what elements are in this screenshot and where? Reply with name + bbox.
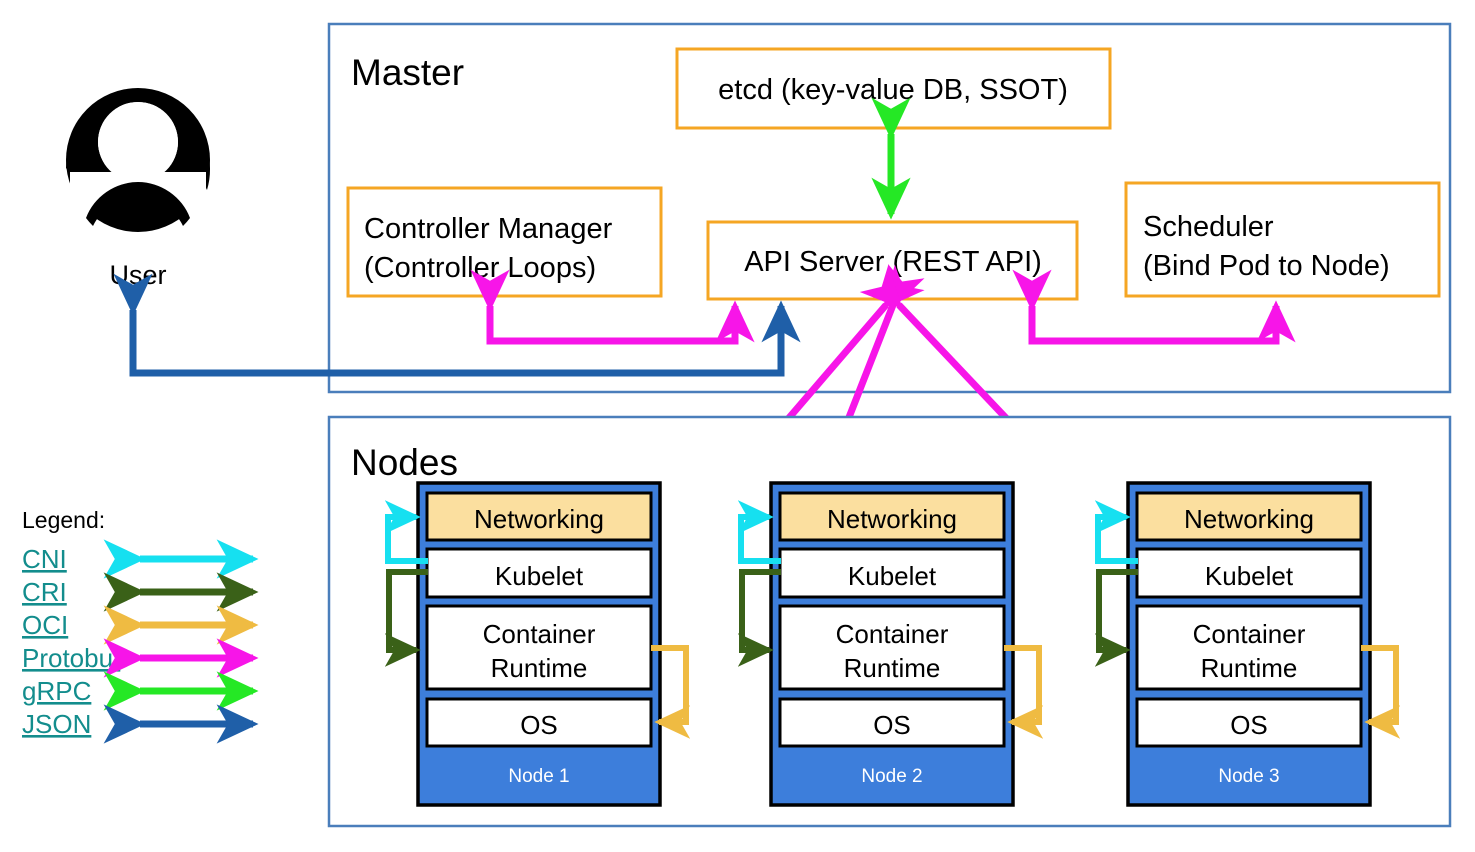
node-1-name: Node 1 <box>508 766 569 787</box>
api-server-label: API Server (REST API) <box>744 246 1042 278</box>
legend-item-oci-label[interactable]: OCI <box>22 610 68 640</box>
cni-arrow-node2 <box>737 500 781 564</box>
node-3-os-label: OS <box>1230 710 1268 740</box>
cri-arrow-node3 <box>1094 569 1138 667</box>
etcd-label: etcd (key-value DB, SSOT) <box>718 74 1068 106</box>
cni-arrow-node3 <box>1094 500 1138 564</box>
node-2-kubelet-label: Kubelet <box>848 561 937 591</box>
nodes-group-title: Nodes <box>351 442 458 483</box>
node-2-os-label: OS <box>873 710 911 740</box>
node-1-container-runtime-label-line2: Runtime <box>491 653 588 683</box>
controller-manager-label-line1: Controller Manager <box>364 213 613 245</box>
oci-arrow-node1 <box>651 645 691 739</box>
user-avatar-icon <box>66 88 211 232</box>
node-2-container-runtime-label-line2: Runtime <box>844 653 941 683</box>
legend: Legend: CNI CRI OCI Protobuf gRPC JSON <box>22 507 259 744</box>
node-2-container-runtime-label-line1: Container <box>836 619 949 649</box>
node-1-container-runtime-label-line1: Container <box>483 619 596 649</box>
legend-item-grpc-label[interactable]: gRPC <box>22 676 91 706</box>
node-2-networking-label: Networking <box>827 504 957 534</box>
controller-manager-label-line2: (Controller Loops) <box>364 252 596 284</box>
node-1-networking-label: Networking <box>474 504 604 534</box>
node-2-os-box[interactable] <box>778 697 1006 748</box>
legend-item-json-label[interactable]: JSON <box>22 709 91 739</box>
node-3-container-runtime-label-line1: Container <box>1193 619 1306 649</box>
legend-title: Legend: <box>22 507 105 533</box>
oci-arrow-node2 <box>1004 645 1044 739</box>
node-1-os-label: OS <box>520 710 558 740</box>
cri-arrow-node2 <box>737 569 781 667</box>
node-2-networking-box[interactable] <box>778 491 1006 542</box>
scheduler-label-line2: (Bind Pod to Node) <box>1143 250 1390 282</box>
node-1-kubelet-box[interactable] <box>425 547 653 599</box>
legend-item-cni-label[interactable]: CNI <box>22 544 67 574</box>
node-1-kubelet-label: Kubelet <box>495 561 584 591</box>
node-3-kubelet-label: Kubelet <box>1205 561 1294 591</box>
master-group-title: Master <box>351 52 464 93</box>
node-2-name: Node 2 <box>861 766 922 787</box>
node-1-container-runtime-box[interactable] <box>425 604 653 691</box>
legend-item-cri-label[interactable]: CRI <box>22 577 67 607</box>
node-3-kubelet-box[interactable] <box>1135 547 1363 599</box>
node-3-container-runtime-label-line2: Runtime <box>1201 653 1298 683</box>
cni-arrow-node1 <box>384 500 428 564</box>
node-3-os-box[interactable] <box>1135 697 1363 748</box>
node-1-os-box[interactable] <box>425 697 653 748</box>
legend-item-protobuf-label[interactable]: Protobuf <box>22 643 121 673</box>
node-2[interactable]: Networking Kubelet Container Runtime OS … <box>769 481 1015 807</box>
node-3-name: Node 3 <box>1218 766 1279 787</box>
node-3-networking-box[interactable] <box>1135 491 1363 542</box>
node-2-container-runtime-box[interactable] <box>778 604 1006 691</box>
node-3[interactable]: Networking Kubelet Container Runtime OS … <box>1126 481 1372 807</box>
node-3-container-runtime-box[interactable] <box>1135 604 1363 691</box>
node-2-kubelet-box[interactable] <box>778 547 1006 599</box>
node-3-networking-label: Networking <box>1184 504 1314 534</box>
node-1[interactable]: Networking Kubelet Container Runtime OS … <box>416 481 662 807</box>
node-1-networking-box[interactable] <box>425 491 653 542</box>
scheduler-label-line1: Scheduler <box>1143 211 1274 243</box>
cri-arrow-node1 <box>384 569 428 667</box>
user-label: User <box>109 260 166 290</box>
oci-arrow-node3 <box>1361 645 1401 739</box>
